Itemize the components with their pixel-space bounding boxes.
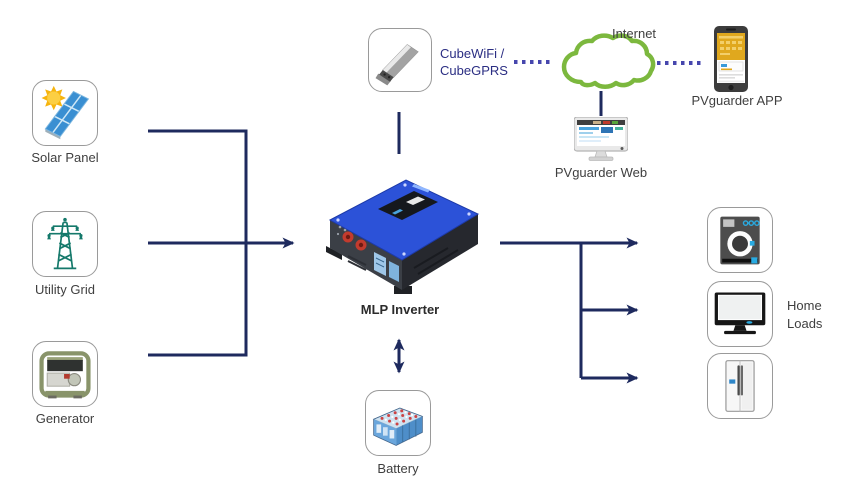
wifi-dongle-icon: [375, 44, 419, 86]
washing-machine-icon: [720, 216, 760, 265]
refrigerator-icon: [725, 360, 755, 412]
refrigerator-node: [707, 353, 773, 419]
mlp-inverter-label: MLP Inverter: [360, 302, 440, 317]
pvguarder-app-label: PVguarder APP: [691, 93, 783, 108]
cube-wifi-label: CubeWiFi / CubeGPRS: [440, 46, 508, 78]
solar-panel-label: Solar Panel: [31, 150, 99, 165]
utility-grid-label: Utility Grid: [35, 282, 95, 297]
utility-grid-icon: [47, 217, 83, 270]
pvguarder-web-label: PVguarder Web: [554, 165, 648, 180]
generator-label: Generator: [35, 411, 95, 426]
tv-icon: [714, 292, 766, 335]
home-loads-label: Home Loads: [787, 298, 823, 331]
smartphone-app-icon: [714, 26, 748, 92]
solar-panel-node: [32, 80, 98, 146]
tv-node: [707, 281, 773, 347]
solar-panel-icon: [41, 85, 90, 140]
battery-node: [365, 390, 431, 456]
utility-grid-node: [32, 211, 98, 277]
pvguarder-web-monitor-icon: [574, 117, 628, 161]
internet-cloud-icon: [561, 33, 656, 89]
battery-icon: [372, 407, 424, 446]
washing-machine-node: [707, 207, 773, 273]
battery-label: Battery: [377, 461, 419, 476]
generator-node: [32, 341, 98, 407]
cube-wifi-node: [368, 28, 432, 92]
internet-label: Internet: [611, 26, 657, 41]
mlp-inverter-image: [326, 179, 480, 294]
generator-icon: [39, 351, 91, 399]
